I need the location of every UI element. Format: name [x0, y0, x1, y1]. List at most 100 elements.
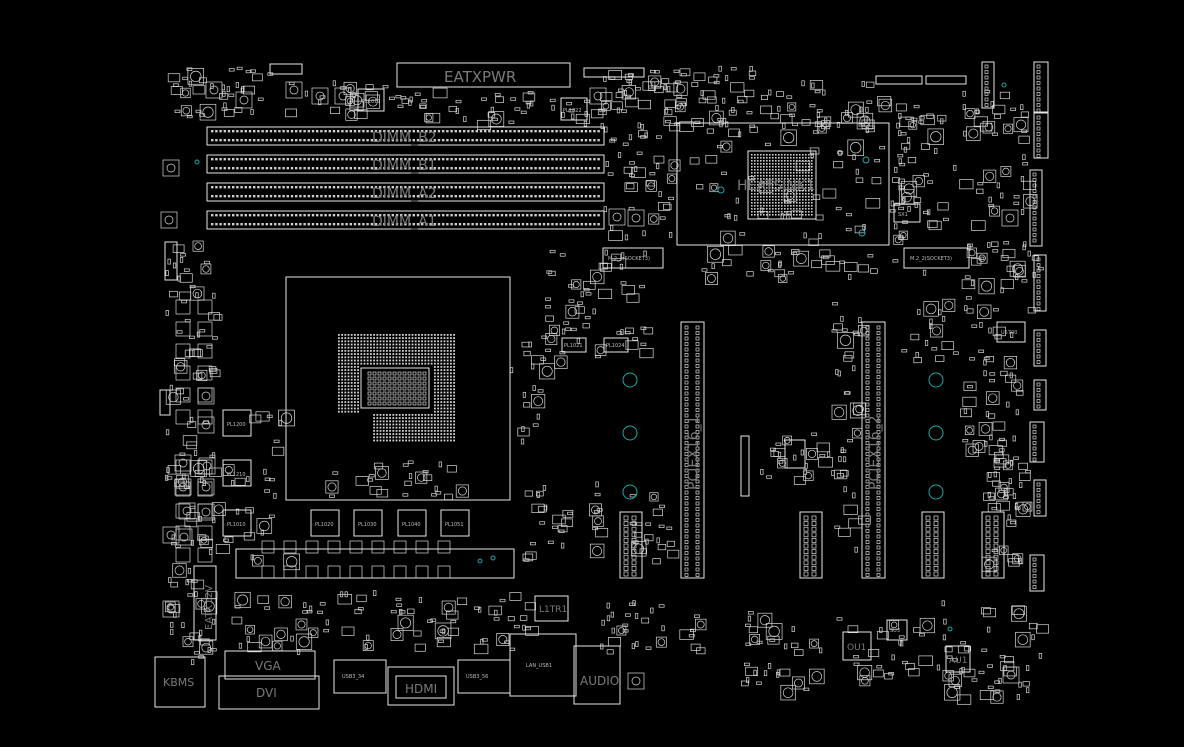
lga-pad	[437, 334, 439, 336]
atx-power-connector[interactable]	[396, 62, 571, 88]
inductor-pl1030[interactable]	[353, 509, 383, 537]
smd-ic	[833, 161, 844, 169]
inductor-pl1200[interactable]	[222, 409, 252, 437]
audio-connector[interactable]	[573, 645, 621, 705]
dimm-pin	[547, 223, 550, 226]
dimm-slot-a2[interactable]	[206, 182, 605, 202]
super-io-chip[interactable]	[842, 631, 872, 661]
smd-component	[264, 477, 271, 481]
smd-component	[1014, 502, 1019, 509]
smd-ic	[905, 663, 915, 670]
top-header-strip[interactable]	[583, 67, 645, 78]
smd-component	[1010, 107, 1017, 111]
clock-chip[interactable]	[886, 619, 908, 641]
bga-ball	[787, 154, 789, 156]
dimm-pin	[429, 195, 432, 198]
dimm-slot-b2[interactable]	[206, 126, 605, 146]
pcie-x16-slot-2[interactable]	[861, 321, 886, 579]
usb-header-1[interactable]	[799, 511, 823, 579]
smd-ic	[172, 244, 185, 253]
inductor-pl1022[interactable]	[560, 97, 588, 121]
inductor-pl1021[interactable]	[561, 337, 587, 353]
sata-header-stack[interactable]	[1033, 61, 1049, 113]
right-edge-header-2[interactable]	[1033, 254, 1047, 312]
bga-ball	[775, 160, 777, 162]
m2-socket-1[interactable]	[602, 247, 664, 269]
audio-codec-chip[interactable]	[945, 645, 971, 673]
eatx12v-connector[interactable]	[193, 565, 217, 641]
inductor-pl1011[interactable]	[357, 88, 385, 112]
smd-component	[357, 607, 364, 611]
right-edge-header-3[interactable]	[1033, 329, 1047, 367]
smd-component	[906, 137, 911, 143]
capacitor	[181, 89, 190, 97]
right-edge-header[interactable]	[1029, 169, 1043, 247]
pcie-x16-slot-1[interactable]	[680, 321, 705, 579]
right-edge-header-7[interactable]	[1029, 554, 1045, 592]
dimm-slot-a1[interactable]	[206, 210, 605, 230]
vga-connector[interactable]	[224, 650, 316, 680]
dvi-connector[interactable]	[218, 675, 320, 710]
bios-chip[interactable]	[784, 439, 806, 469]
top-fan-header-2[interactable]	[925, 75, 967, 85]
dimm-pin	[257, 214, 260, 217]
lga-pad	[395, 362, 398, 365]
chipset-heatsink[interactable]	[676, 122, 890, 246]
lga-pad	[350, 378, 353, 381]
top-header-strip-2[interactable]	[269, 63, 303, 75]
right-edge-header-5[interactable]	[1029, 421, 1045, 463]
usb-header-3[interactable]	[981, 511, 1005, 579]
chipset-bga[interactable]	[747, 150, 817, 220]
capacitor-can	[201, 420, 211, 430]
lan-transformer[interactable]	[534, 595, 569, 622]
smd-package	[345, 96, 355, 106]
dimm-slot-b1[interactable]	[206, 154, 605, 174]
smd-package	[978, 422, 993, 436]
inductor-pl1051[interactable]	[440, 509, 470, 537]
lga-pad	[434, 433, 436, 435]
hdmi-connector[interactable]	[387, 666, 455, 706]
socket-cavity-pad	[407, 381, 412, 386]
smd-ic	[522, 92, 536, 102]
dimm-pin	[467, 186, 470, 189]
smd-component	[637, 122, 641, 129]
top-fan-header[interactable]	[875, 75, 923, 85]
crystal-sx1[interactable]	[893, 203, 921, 223]
smd-package	[645, 180, 657, 192]
inductor-pl1210[interactable]	[222, 459, 252, 487]
inductor-pl1010[interactable]	[222, 509, 252, 537]
smd-ic	[741, 680, 749, 687]
inductor-pl1020[interactable]	[310, 509, 340, 537]
bga-ball	[799, 172, 801, 174]
sata-header-stack-3[interactable]	[981, 61, 995, 109]
pcie-x1-slot[interactable]	[740, 435, 750, 497]
left-header[interactable]	[159, 389, 171, 416]
usb-connector-a[interactable]	[333, 659, 387, 694]
sata-header-stack-2[interactable]	[1033, 112, 1049, 159]
usb-header-2[interactable]	[921, 511, 945, 579]
inductor-pl1040[interactable]	[397, 509, 427, 537]
smd-component	[694, 120, 701, 125]
bga-ball	[811, 199, 813, 201]
lan-usb-connector[interactable]	[509, 633, 577, 697]
cpu-socket[interactable]	[285, 276, 511, 501]
smd-package	[859, 675, 871, 687]
smd-ic	[907, 157, 917, 164]
right-edge-header-4[interactable]	[1033, 379, 1047, 411]
inductor-pl1024[interactable]	[603, 337, 629, 353]
kbms-connector[interactable]	[154, 656, 206, 708]
dimm-pin	[425, 195, 428, 198]
m2-socket-2[interactable]	[903, 247, 970, 269]
lga-pad	[446, 369, 449, 371]
smd-component	[352, 92, 356, 98]
cpu-fan-header[interactable]	[164, 241, 178, 281]
usb-controller-chip[interactable]	[996, 321, 1026, 343]
smd-component	[784, 643, 788, 650]
smd-component	[1008, 478, 1012, 484]
front-panel-header[interactable]	[619, 511, 643, 579]
dimm-pin	[555, 195, 558, 198]
bga-ball	[754, 208, 756, 210]
bga-ball	[799, 181, 801, 183]
smd-component	[675, 80, 681, 84]
right-edge-header-6[interactable]	[1033, 479, 1047, 517]
